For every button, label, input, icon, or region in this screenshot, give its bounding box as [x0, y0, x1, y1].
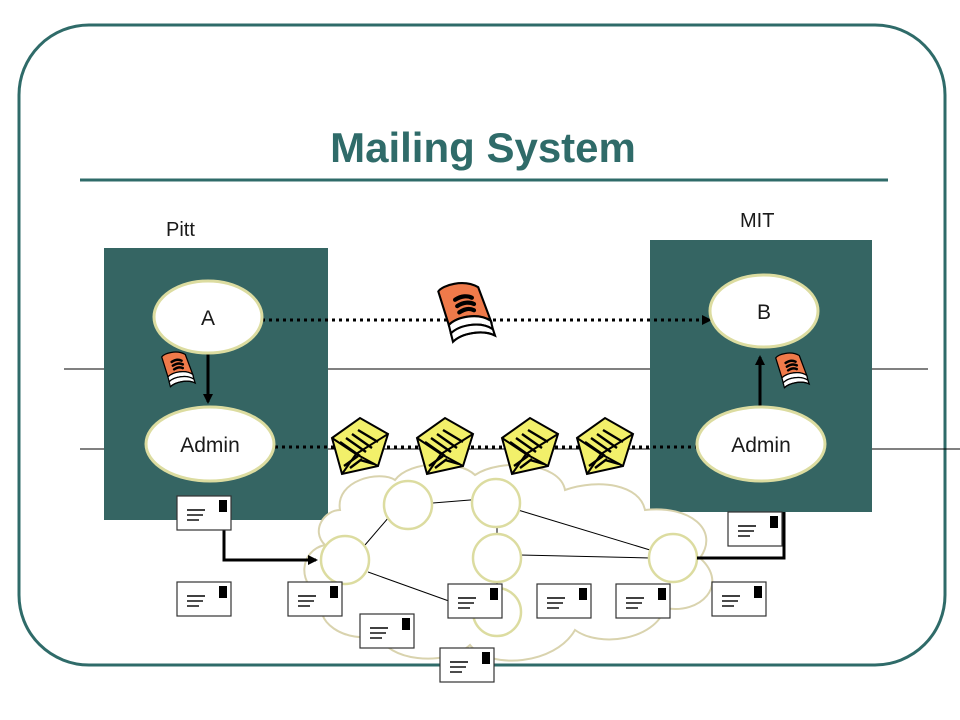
letter-icon — [727, 511, 783, 547]
site-label-mit: MIT — [740, 210, 774, 232]
letter-path-left — [222, 525, 318, 565]
network-cloud — [303, 463, 714, 662]
node-admin-mit: Admin — [695, 405, 827, 483]
letter-icon — [711, 581, 767, 617]
letter-icon — [287, 581, 343, 617]
node-admin-mit-label: Admin — [731, 434, 791, 457]
node-admin-pitt-label: Admin — [180, 434, 240, 457]
node-user-a-label: A — [201, 307, 215, 330]
letter-icon — [439, 647, 495, 683]
letter-icon — [359, 613, 415, 649]
site-label-pitt: Pitt — [166, 219, 195, 241]
letter-icon — [536, 583, 592, 619]
network-node — [470, 477, 522, 529]
letter-path-right — [697, 512, 786, 560]
page-title: Mailing System — [330, 124, 636, 171]
node-user-a: A — [152, 279, 264, 355]
network-node — [647, 532, 699, 584]
network-node — [471, 532, 523, 584]
letter-icon — [176, 581, 232, 617]
network-node — [382, 479, 434, 531]
letter-icon — [176, 495, 232, 531]
node-admin-pitt: Admin — [144, 405, 276, 483]
node-user-b-label: B — [757, 301, 771, 324]
network-node — [319, 534, 371, 586]
letter-icon — [615, 583, 671, 619]
node-user-b: B — [708, 273, 820, 349]
letter-icon — [447, 583, 503, 619]
